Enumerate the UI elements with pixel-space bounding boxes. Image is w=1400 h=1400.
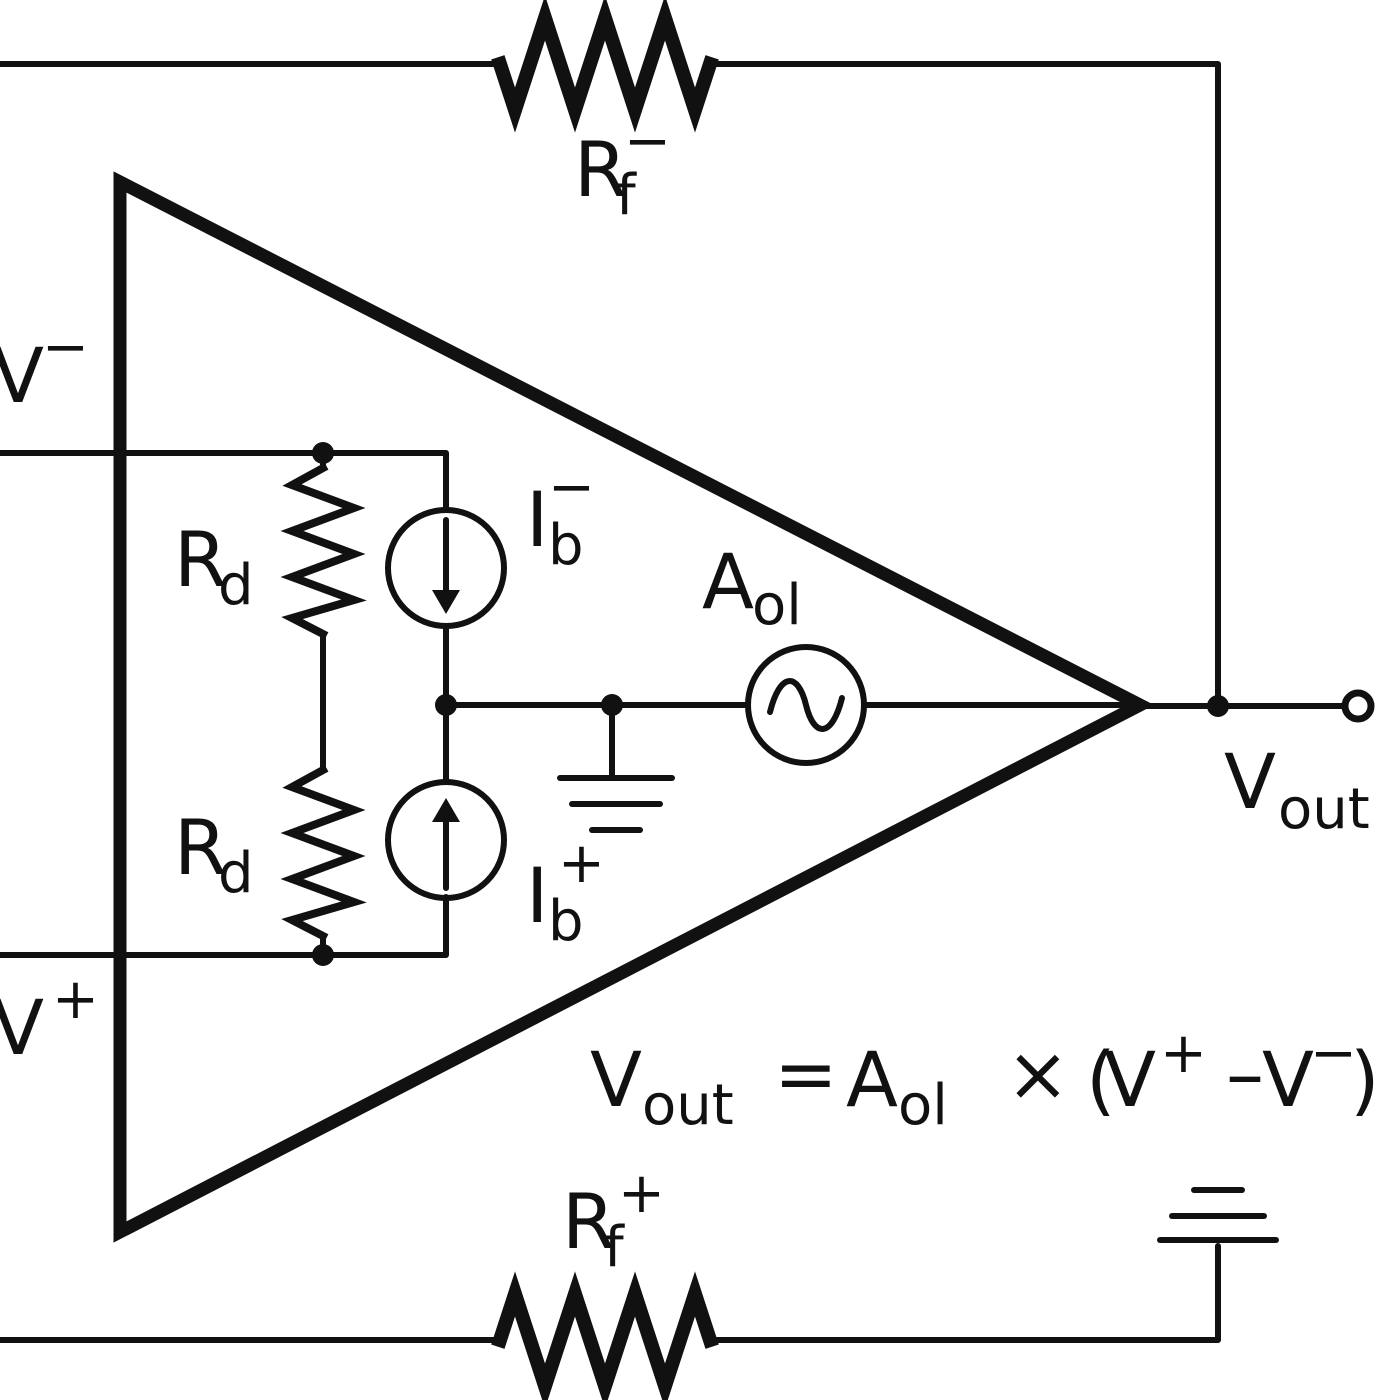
svg-text:+: + [618, 1161, 665, 1226]
svg-text:R: R [562, 1177, 615, 1266]
svg-text:d: d [218, 841, 254, 906]
svg-text:I: I [526, 851, 548, 940]
v-minus-input-wire [0, 450, 449, 513]
svg-text:R: R [174, 803, 227, 892]
svg-text:–: – [1226, 1029, 1264, 1118]
aol-label: A ol [702, 537, 802, 638]
svg-text:V: V [0, 331, 44, 420]
svg-text:A: A [702, 537, 754, 626]
svg-text:R: R [574, 125, 627, 214]
svg-text:out: out [642, 1073, 734, 1138]
ib-minus-source [385, 507, 507, 629]
svg-text:−: − [624, 109, 671, 174]
svg-text:V: V [1262, 1035, 1314, 1124]
rd-bottom-resistor [280, 764, 367, 942]
svg-text:d: d [218, 553, 254, 618]
svg-text:−: − [42, 315, 89, 380]
svg-text:I: I [526, 475, 548, 564]
v-plus-label: V + [0, 967, 99, 1072]
junction-dot [601, 694, 623, 716]
svg-text:b: b [548, 889, 584, 954]
svg-text:f: f [604, 1215, 625, 1280]
svg-text:=: = [774, 1029, 838, 1118]
gain-equation: V out = A ol × ( V + – V − ) [590, 1021, 1380, 1138]
rd-top-resistor [280, 462, 367, 640]
amplifier-triangle [113, 171, 1155, 1243]
rd-top-label: R d [174, 515, 254, 618]
svg-text:−: − [1310, 1021, 1357, 1086]
junction-dot [1207, 695, 1229, 717]
junction-dot [312, 944, 334, 966]
svg-text:V: V [590, 1035, 642, 1124]
aol-voltage-source [745, 644, 867, 766]
svg-text:V: V [1104, 1035, 1156, 1124]
ground-icon [1157, 1187, 1279, 1243]
arrow-down-icon [432, 590, 460, 614]
v-minus-label: V − [0, 315, 89, 420]
v-plus-input-wire [0, 894, 449, 958]
svg-text:f: f [616, 163, 637, 228]
rf-plus-label: R f + [562, 1161, 665, 1280]
svg-text:A: A [846, 1035, 898, 1124]
sine-wave-icon [767, 678, 845, 732]
svg-text:ol: ol [898, 1073, 948, 1138]
rf-minus-label: R f − [574, 109, 671, 228]
svg-text:): ) [1350, 1035, 1380, 1124]
rf-minus-resistor [491, 0, 719, 133]
svg-text:−: − [548, 455, 595, 520]
svg-text:V: V [1224, 737, 1276, 826]
output-terminal [1341, 689, 1375, 723]
rf-plus-resistor [491, 1271, 719, 1400]
rf-plus-wire-right [707, 1243, 1221, 1343]
svg-text:out: out [1278, 777, 1370, 842]
svg-text:V: V [0, 983, 44, 1072]
junction-dot [312, 442, 334, 464]
junction-dot [435, 694, 457, 716]
svg-text:b: b [548, 513, 584, 578]
arrow-up-icon [432, 798, 460, 822]
svg-text:R: R [174, 515, 227, 604]
ground-icon [557, 775, 675, 833]
svg-text:+: + [1160, 1021, 1207, 1086]
rf-minus-wire-right [707, 61, 1221, 709]
svg-text:(: ( [1086, 1035, 1116, 1124]
vout-label: V out [1224, 737, 1370, 842]
svg-text:+: + [52, 967, 99, 1032]
ib-plus-label: I b + [526, 831, 605, 954]
rd-bottom-label: R d [174, 803, 254, 906]
ib-minus-label: I b − [526, 455, 595, 578]
svg-text:×: × [1006, 1029, 1070, 1118]
svg-text:+: + [558, 831, 605, 896]
svg-text:ol: ol [752, 573, 802, 638]
ib-plus-source [385, 779, 507, 901]
